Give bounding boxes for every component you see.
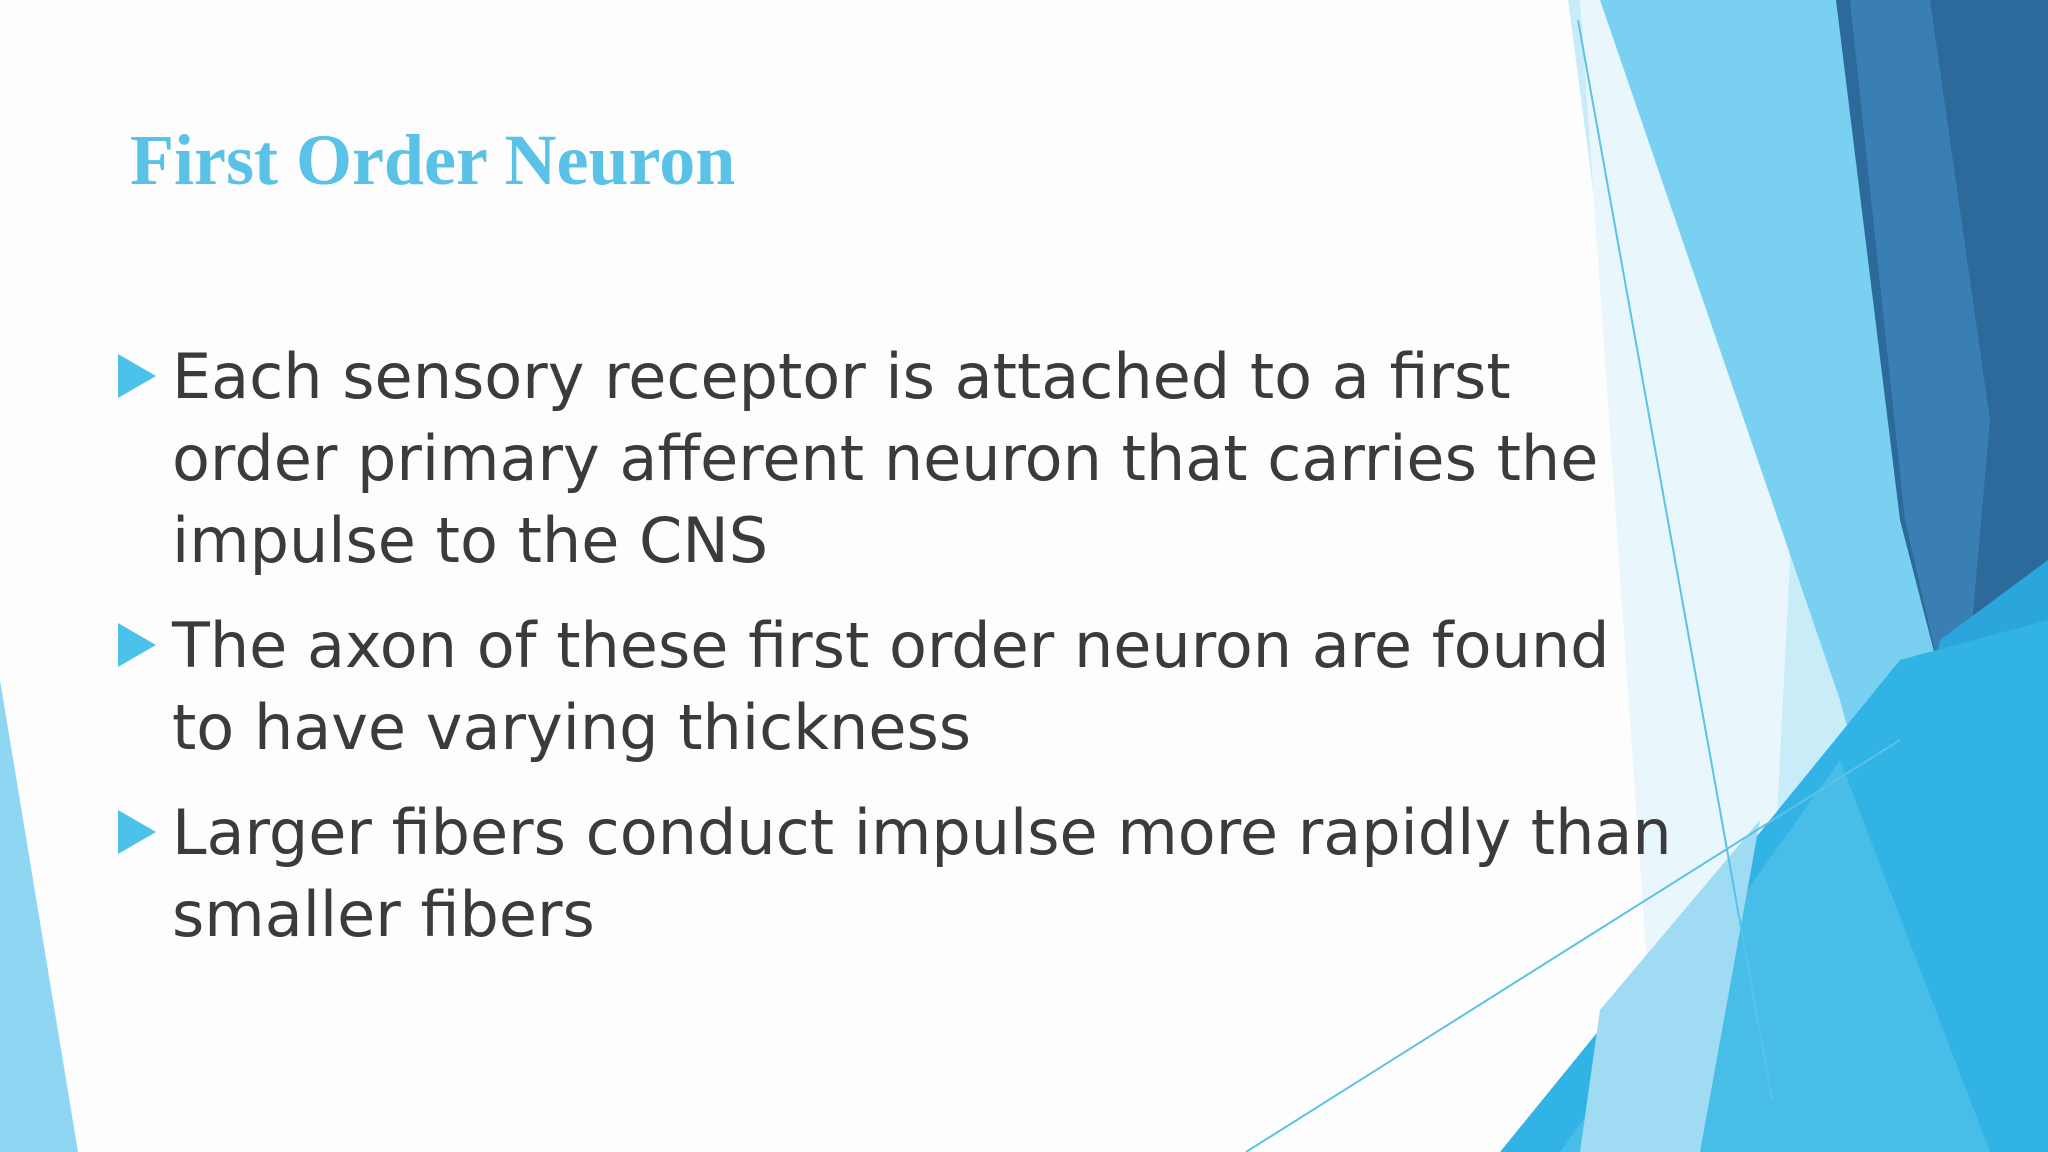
bullet-item: Larger fibers conduct impulse more rapid… bbox=[116, 792, 1676, 956]
bullet-text: The axon of these first order neuron are… bbox=[172, 609, 1610, 764]
slide-title: First Order Neuron bbox=[130, 120, 736, 200]
accent-line-1 bbox=[1577, 19, 1773, 1101]
bullet-item: Each sensory receptor is attached to a f… bbox=[116, 336, 1676, 582]
accent-line-2 bbox=[1245, 739, 1901, 1152]
bullet-list: Each sensory receptor is attached to a f… bbox=[116, 336, 1676, 979]
triangle-bullet-icon bbox=[118, 623, 156, 667]
bullet-item: The axon of these first order neuron are… bbox=[116, 605, 1676, 769]
left-edge-shape bbox=[0, 680, 78, 1152]
bullet-text: Larger fibers conduct impulse more rapid… bbox=[172, 796, 1672, 951]
triangle-bullet-icon bbox=[118, 354, 156, 398]
bullet-text: Each sensory receptor is attached to a f… bbox=[172, 340, 1599, 577]
right-facet-steel bbox=[1850, 0, 1990, 760]
bottom-right-light bbox=[1580, 820, 1760, 1152]
triangle-bullet-icon bbox=[118, 810, 156, 854]
